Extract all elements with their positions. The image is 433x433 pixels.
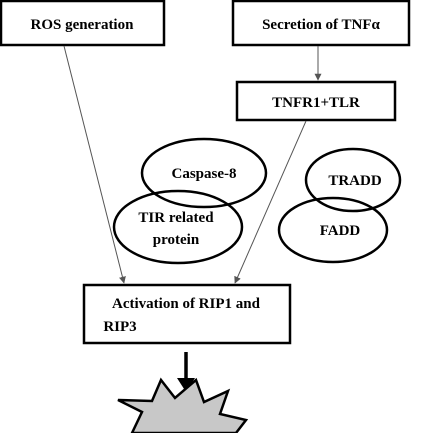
down-arrow (177, 352, 195, 392)
tradd-ellipse: TRADD (304, 147, 402, 213)
tradd-label: TRADD (328, 173, 382, 189)
tnf-secretion-box: Secretion of TNFα (231, 0, 411, 47)
receptor-label: TNFR1+TLR (272, 95, 360, 111)
arrow-ros-to-activation (63, 45, 126, 284)
ros-generation-box: ROS generation (0, 0, 166, 47)
tnf-secretion-label: Secretion of TNFα (262, 17, 380, 33)
arrow-receptor-to-activation (234, 120, 307, 284)
tir-protein-label-line1: TIR related (138, 210, 214, 226)
caspase8-label: Caspase-8 (171, 166, 236, 182)
fadd-label: FADD (320, 223, 361, 239)
caspase8-ellipse: Caspase-8 (140, 137, 268, 209)
activation-box: Activation of RIP1 and RIP3 (82, 283, 292, 345)
receptor-box: TNFR1+TLR (235, 80, 397, 122)
starburst-shape (117, 377, 249, 433)
tir-protein-ellipse: TIR related protein (112, 189, 244, 265)
fadd-ellipse: FADD (277, 196, 389, 264)
activation-label-line2: RIP3 (103, 319, 136, 335)
tir-protein-label-line2: protein (153, 232, 200, 248)
activation-label-line1: Activation of RIP1 and (112, 296, 261, 312)
ros-generation-label: ROS generation (31, 17, 135, 33)
